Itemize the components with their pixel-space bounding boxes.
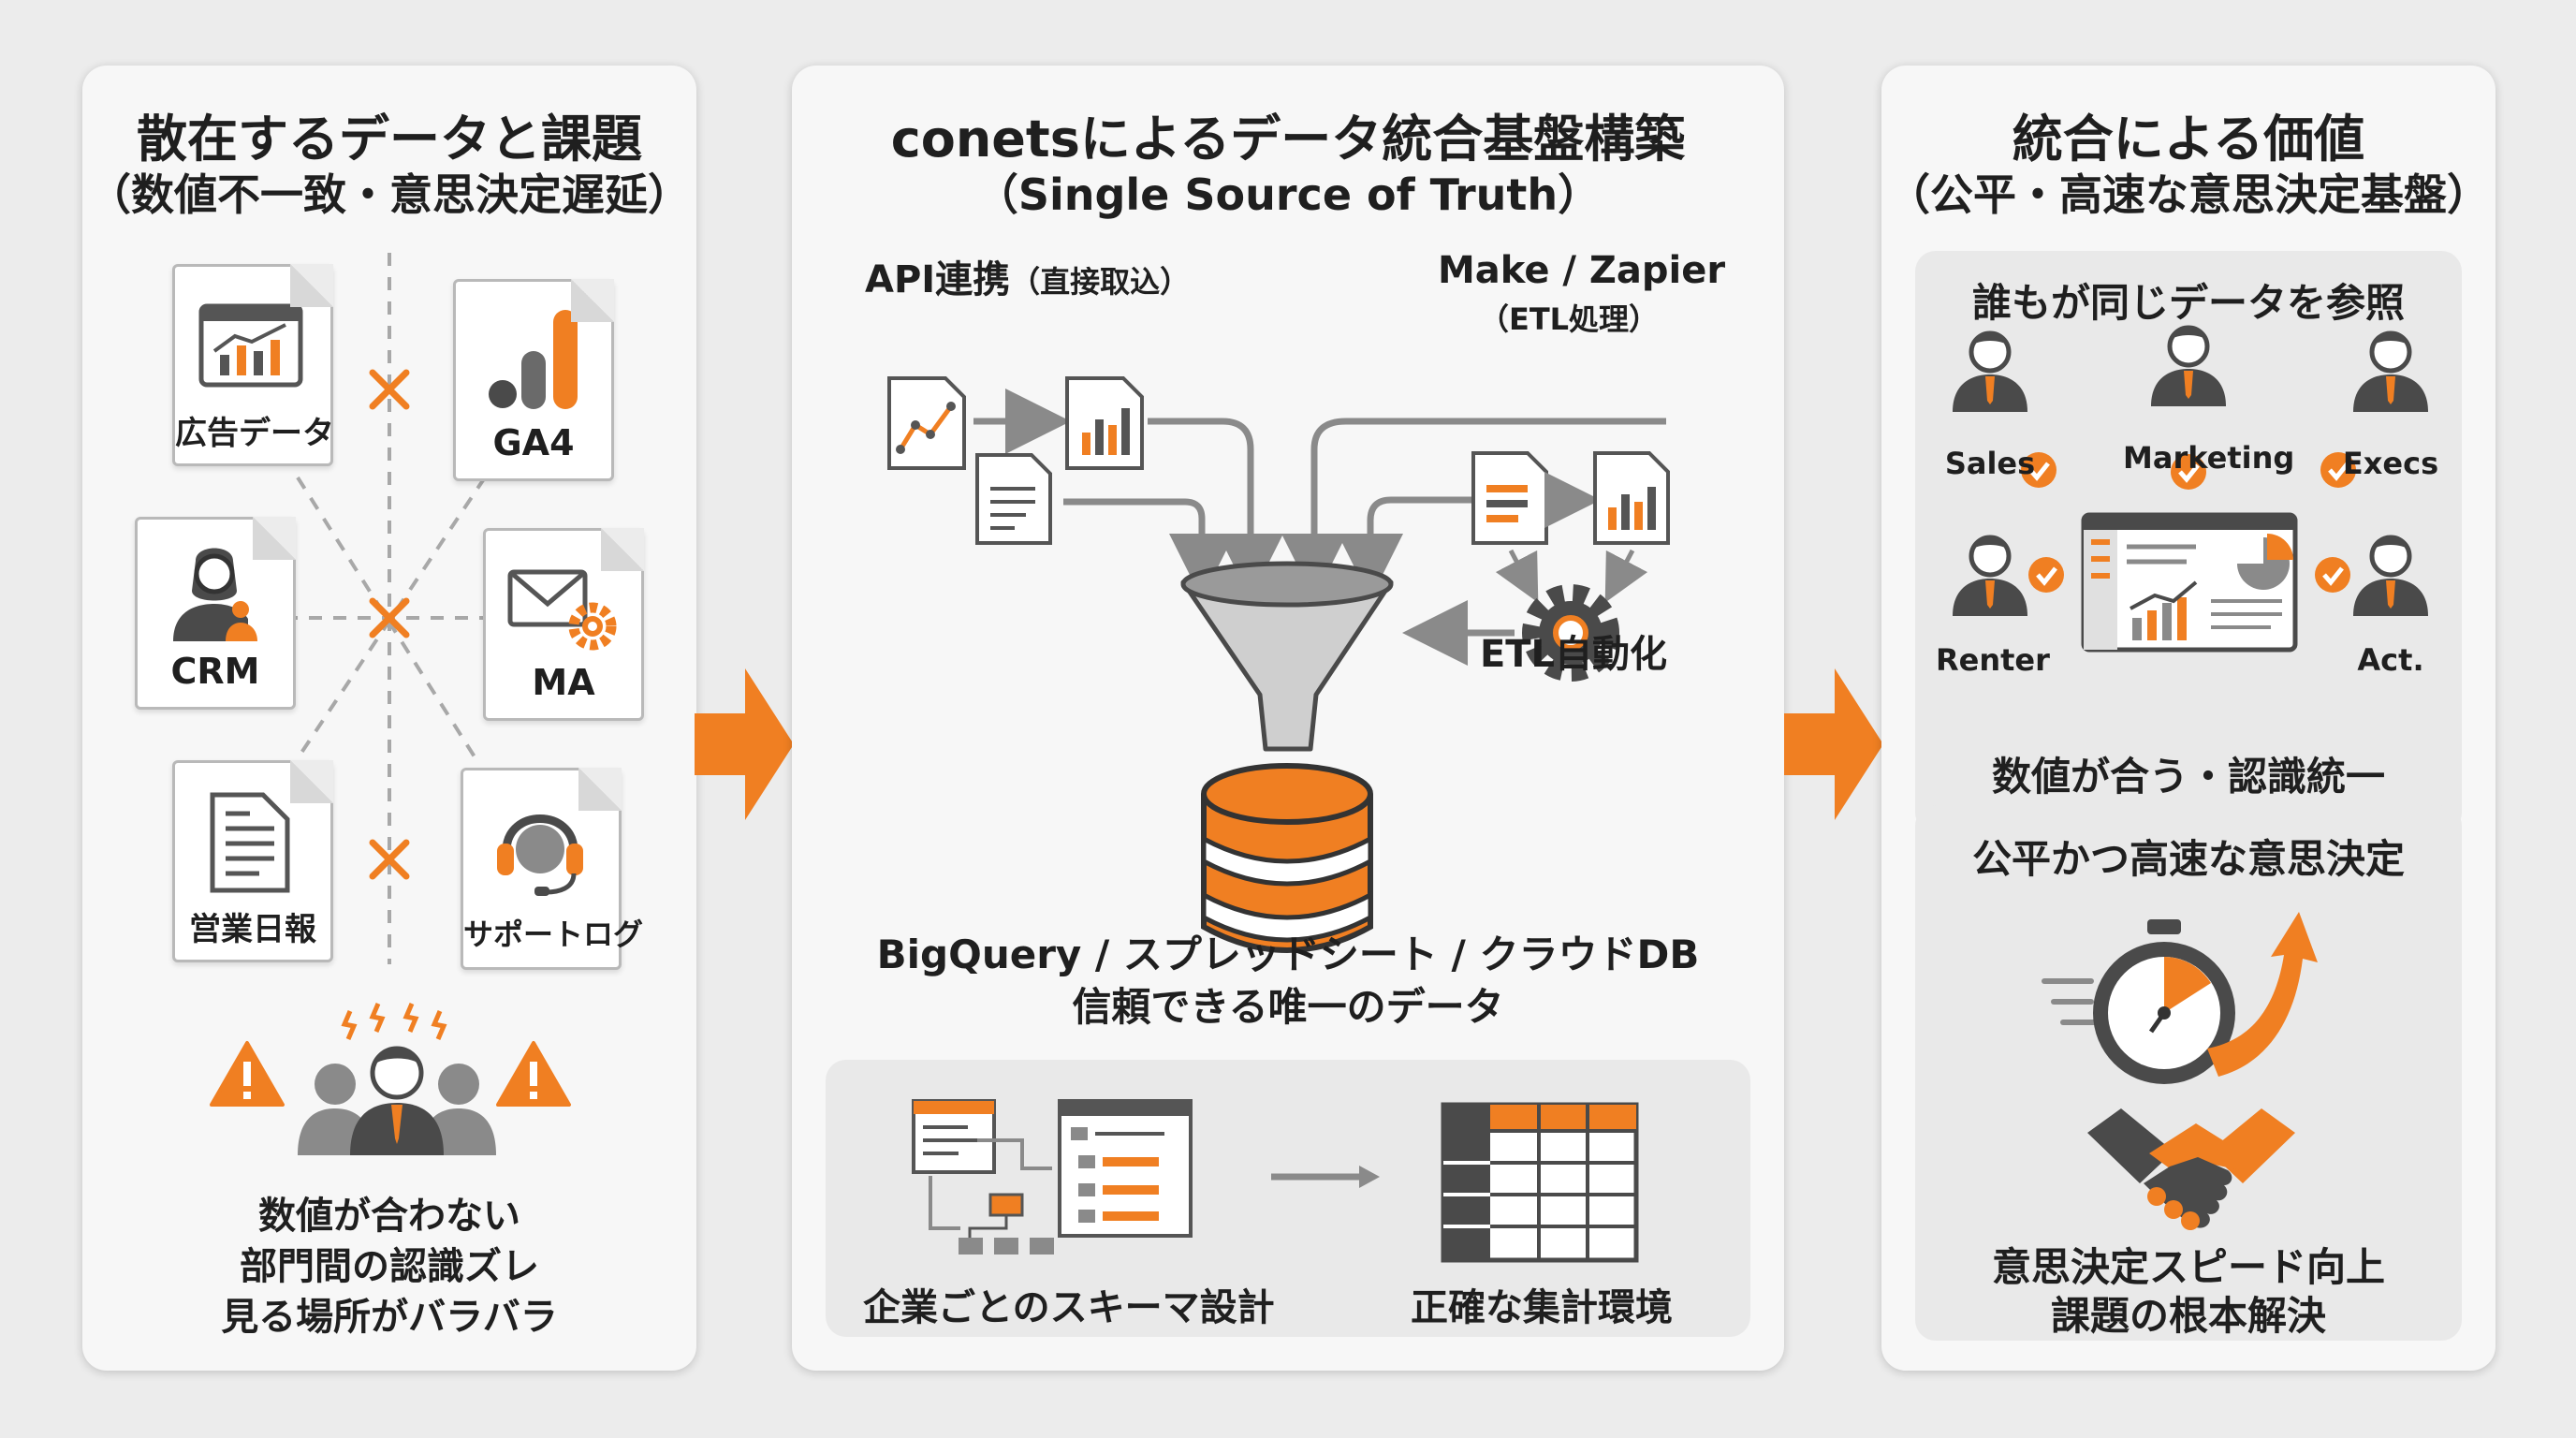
etl-label: ETL自動化 (1479, 633, 1668, 676)
problem-line-3: 見る場所がバラバラ (221, 1296, 558, 1339)
crm-label: CRM (170, 651, 260, 692)
support-log-label: サポートログ (463, 917, 644, 952)
arrow-icon (1271, 1166, 1380, 1188)
api-bar-doc-icon (1065, 376, 1144, 470)
schema-box: 企業ごとのスキーマ設計 正確な集計環境 (826, 1060, 1750, 1337)
same-data-box: 誰もが同じデータを参照 (1915, 251, 2462, 833)
right-subtitle: （公平・高速な意思決定基盤） (1887, 169, 2490, 220)
handshake-icon (2087, 1108, 2295, 1230)
right-title: 統合による価値 (2012, 110, 2365, 169)
middle-panel: conetsによるデータ統合基盤構築 （Single Source of Tru… (792, 66, 1784, 1371)
person-icon (173, 548, 257, 641)
pipeline-graphic (887, 376, 1670, 953)
aggregate-label: 正確な集計環境 (1411, 1286, 1673, 1329)
flow-arrow-icon (1784, 668, 1883, 820)
support-log-card: サポートログ (461, 768, 644, 970)
make-label: Make / Zapier (1438, 249, 1726, 292)
role-sales: Sales (1944, 446, 2036, 481)
document-icon (210, 792, 290, 893)
same-data-caption: 数値が合う・認識統一 (1991, 754, 2385, 800)
chart-doc-icon (198, 303, 303, 388)
api-chart-doc-icon (887, 376, 966, 470)
api-label: API連携（直接取込） (865, 249, 1190, 303)
person-icon (1953, 536, 2027, 616)
shared-dashboard-graphic (1915, 337, 2462, 653)
middle-title: conetsによるデータ統合基盤構築 (890, 110, 1686, 169)
flow-arrow-icon (695, 668, 794, 820)
check-icon (2028, 557, 2064, 593)
role-marketing: Marketing (2123, 440, 2295, 476)
table-icon (1441, 1102, 1639, 1263)
headset-icon (497, 814, 583, 896)
person-icon (2353, 536, 2428, 616)
db-label: BigQuery / スプレッドシート / クラウドDB (876, 932, 1700, 977)
schema-icon (912, 1099, 1193, 1255)
role-act: Act. (2357, 642, 2424, 678)
api-label-main: API連携 (865, 258, 1011, 301)
database-icon (1201, 763, 1373, 953)
problem-line-1: 数値が合わない (258, 1195, 520, 1238)
same-data-title: 誰もが同じデータを参照 (1971, 280, 2405, 326)
crm-card: CRM (135, 517, 296, 710)
api-text-doc-icon (975, 453, 1052, 545)
problem-line-2: 部門間の認識ズレ (240, 1245, 539, 1288)
etl-bar-doc-icon (1593, 451, 1670, 545)
connection-lines (260, 253, 522, 964)
warning-icon (210, 1041, 285, 1107)
schema-label: 企業ごとのスキーマ設計 (863, 1286, 1275, 1329)
mail-gear-icon (507, 569, 617, 651)
daily-report-card: 営業日報 (172, 760, 333, 962)
role-renter: Renter (1936, 642, 2050, 678)
stopwatch-icon (2042, 912, 2318, 1084)
warning-icon (496, 1041, 571, 1107)
left-subtitle: （数値不一致・意思決定遅延） (88, 169, 691, 220)
ma-label: MA (532, 662, 595, 703)
fast-decision-caption-1: 意思決定スピード向上 (1991, 1244, 2385, 1290)
role-execs: Execs (2342, 446, 2439, 481)
etl-list-doc-icon (1471, 451, 1548, 545)
daily-report-label: 営業日報 (189, 911, 316, 948)
dashboard-icon (2081, 512, 2298, 653)
right-panel: 統合による価値 （公平・高速な意思決定基盤） 誰もが同じデータを参照 (1881, 66, 2496, 1371)
person-icon (2353, 332, 2428, 412)
middle-subtitle: （Single Source of Truth） (974, 169, 1602, 220)
ads-data-label: 広告データ (175, 415, 334, 452)
left-title: 散在するデータと課題 (137, 110, 642, 169)
ma-card: MA (483, 528, 644, 721)
check-icon (2315, 557, 2350, 593)
ga4-icon (489, 310, 578, 409)
ga4-card: GA4 (453, 279, 614, 481)
stressed-team-icon (298, 1003, 496, 1155)
db-caption: 信頼できる唯一のデータ (1072, 984, 1504, 1030)
fast-decision-box: 公平かつ高速な意思決定 意思決定スピード向上 課題の根本解決 (1915, 805, 2462, 1341)
api-label-note: （直接取込） (1010, 264, 1191, 300)
funnel-icon (1180, 561, 1394, 752)
fast-decision-title: 公平かつ高速な意思決定 (1971, 836, 2405, 882)
left-panel: 散在するデータと課題 （数値不一致・意思決定遅延） 広告データ (82, 66, 696, 1371)
ads-data-card: 広告データ (172, 264, 334, 466)
person-icon (1953, 332, 2027, 412)
ga4-label: GA4 (492, 422, 575, 463)
make-note: （ETL処理） (1478, 301, 1660, 337)
fast-decision-caption-2: 課題の根本解決 (2050, 1293, 2326, 1339)
gear-icon (1522, 584, 1619, 682)
person-icon (2151, 327, 2226, 406)
